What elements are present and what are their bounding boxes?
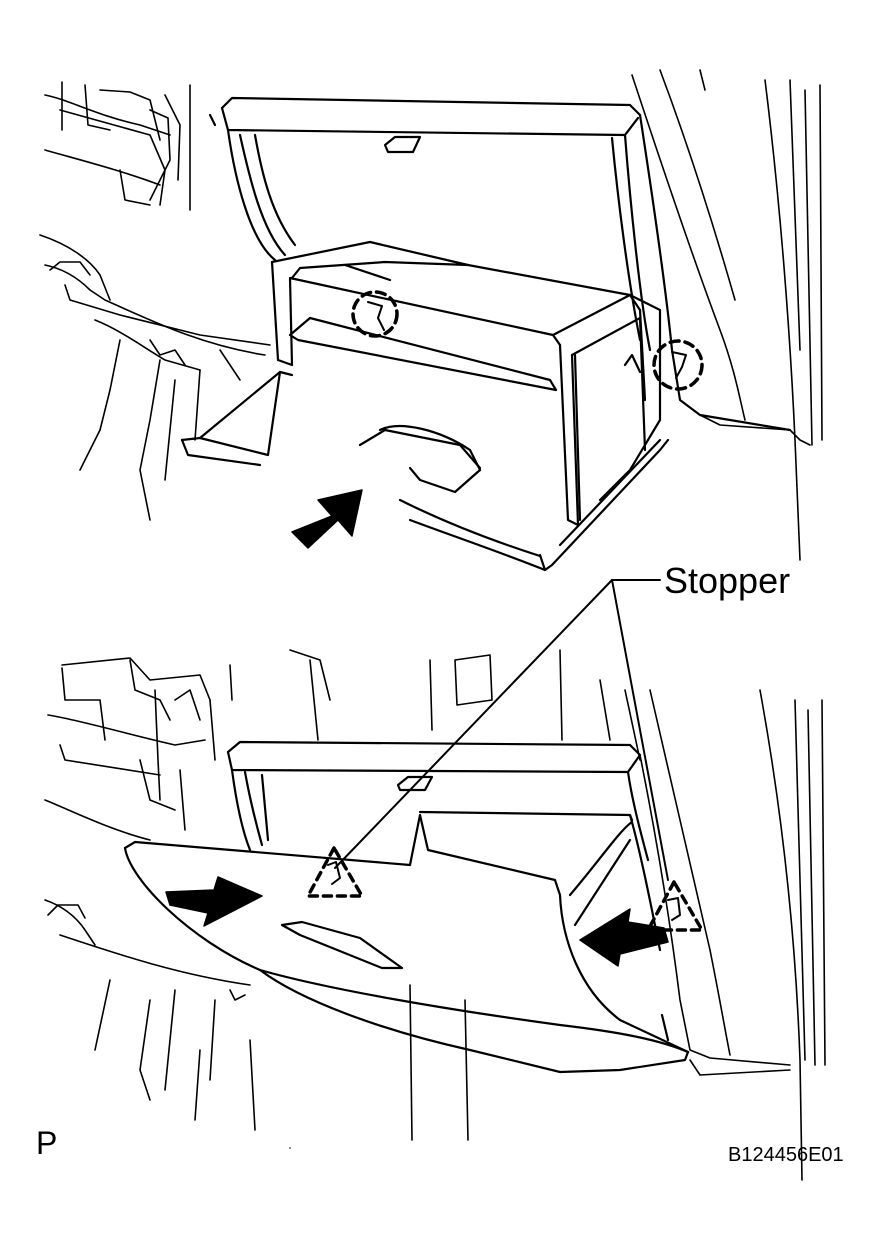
bottom-illustration [44, 649, 826, 1181]
clip-mark-left [367, 301, 385, 331]
scan-dot [289, 1147, 291, 1149]
glovebox-opening-frame [208, 96, 792, 432]
dashboard-left-lower-bottom [44, 899, 469, 1141]
arrow-icon [291, 489, 363, 549]
top-illustration [39, 69, 823, 572]
dashboard-left-bottom [44, 657, 233, 841]
dashboard-right-top [631, 69, 823, 561]
dashboard-right-bottom [639, 689, 826, 1181]
arrow-icon [579, 908, 669, 967]
dashboard-upper-bottom [289, 649, 641, 761]
clip-mark-right [671, 351, 687, 379]
dashboard-left-lower [39, 234, 271, 521]
corner-letter: P [36, 1125, 58, 1161]
dashed-triangle-icon [306, 846, 364, 898]
glovebox-opening-frame-bottom [226, 740, 650, 862]
dashed-triangle-icon [646, 880, 704, 932]
glovebox-body [270, 240, 662, 527]
stopper-mark-left [327, 861, 341, 885]
dashed-circle-icon [351, 290, 399, 338]
stopper-label: Stopper [664, 560, 791, 601]
stopper-leader-lines [334, 579, 669, 881]
dashboard-left-top [44, 81, 191, 211]
glovebox-lid-top [180, 370, 670, 572]
dashed-circle-icon [652, 339, 704, 391]
figure-code: B124456E01 [728, 1144, 844, 1166]
stopper-mark-right [667, 897, 681, 921]
arrow-icon [165, 876, 263, 927]
